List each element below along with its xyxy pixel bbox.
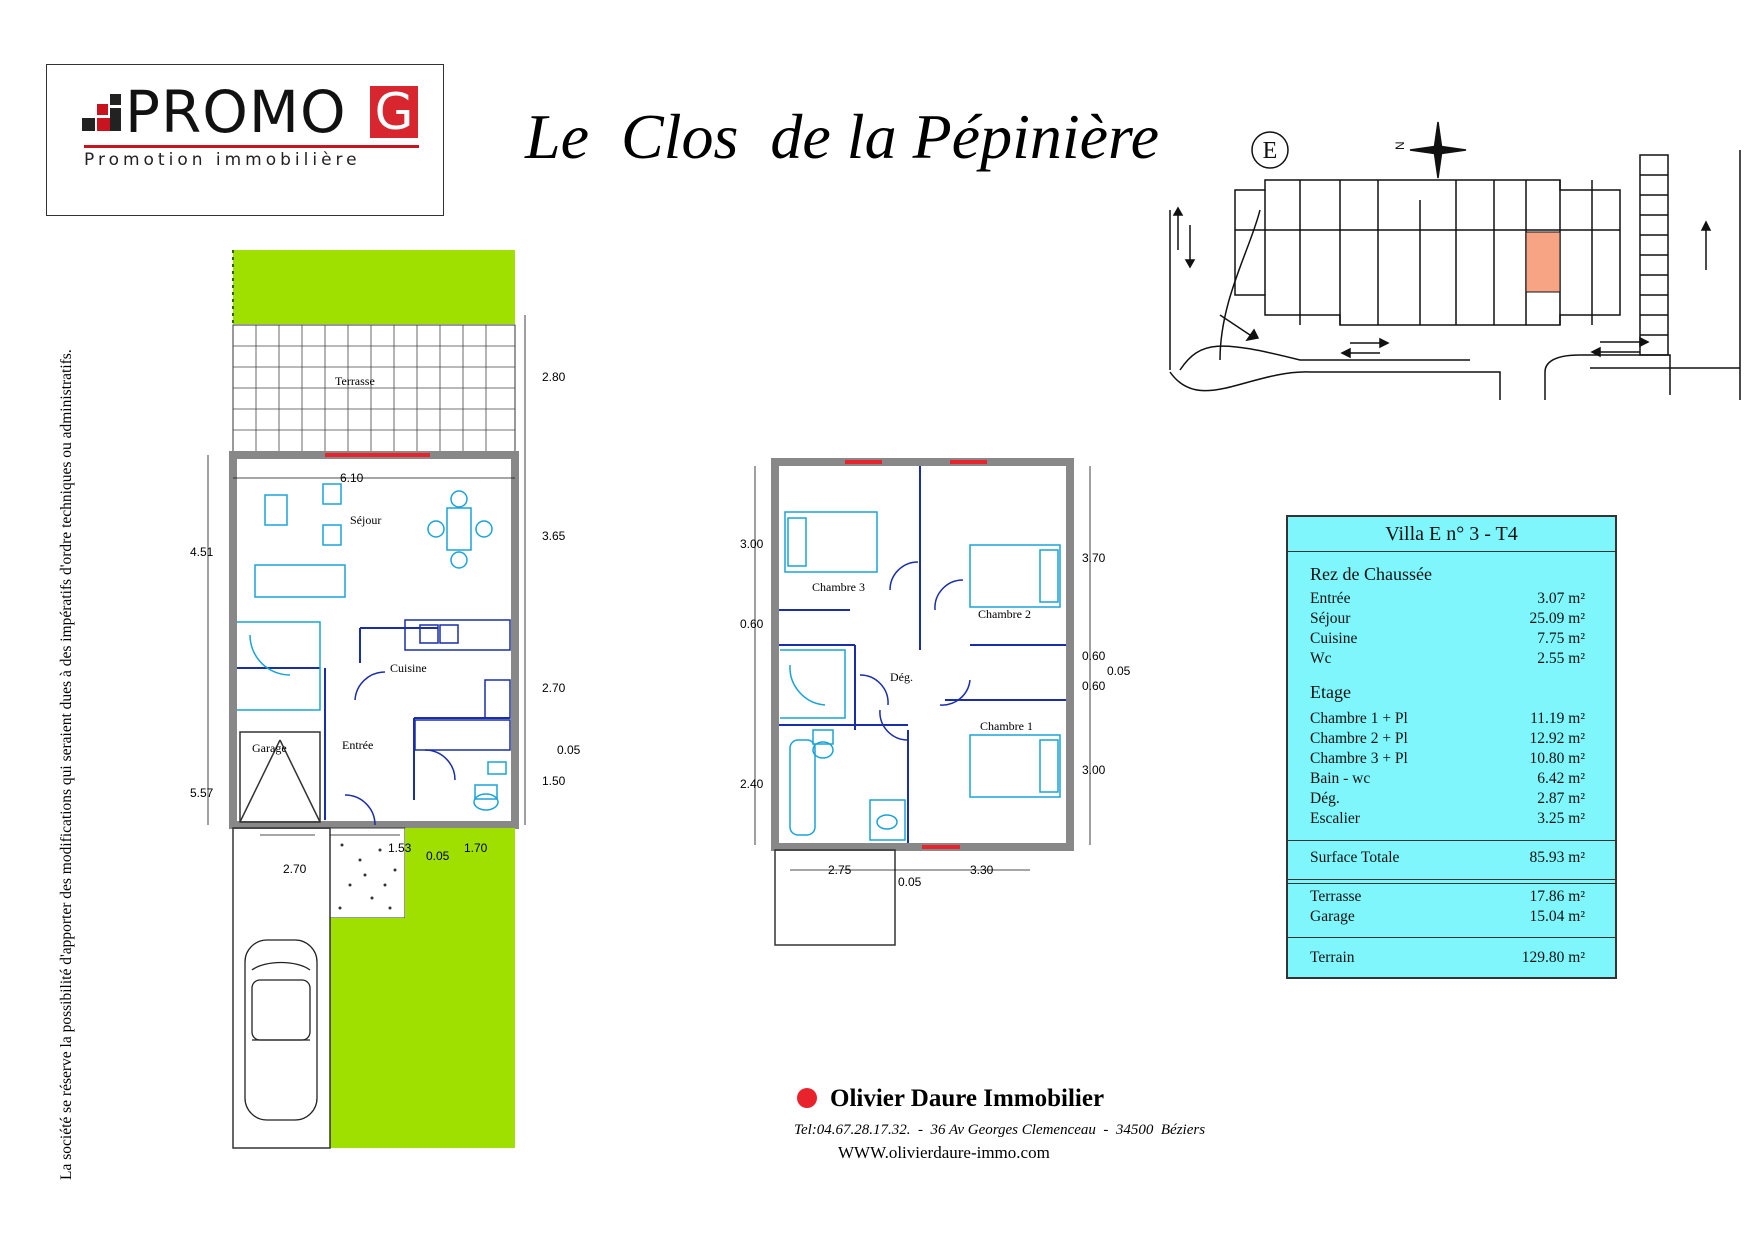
agency-contact: Tel:04.67.28.17.32. - 36 Av Georges Clem… — [794, 1122, 1206, 1138]
page-title: Le Clos de la Pépinière — [525, 101, 1159, 172]
table-divider — [1288, 883, 1615, 884]
room-ch2: Chambre 2 — [978, 607, 1031, 621]
site-plan: E N — [1169, 121, 1741, 400]
lawn-side — [330, 918, 515, 1148]
agency-logo-dot-icon — [797, 1088, 817, 1108]
agency-name: Olivier Daure Immobilier — [830, 1085, 1105, 1112]
rdc-title: Rez de Chaussée — [1310, 564, 1432, 584]
logo-subtitle: Promotion immobilière — [84, 150, 361, 170]
table-divider — [1288, 840, 1615, 841]
driveway — [232, 827, 331, 1149]
north-arrow-icon — [1409, 121, 1467, 179]
dim-width-top: 6.10 — [340, 471, 364, 485]
paved-entry — [329, 827, 406, 919]
dim-r3: 0.05 — [1107, 664, 1131, 678]
dim-terrasse: 2.80 — [542, 370, 566, 384]
dim-d4: 0.05 — [557, 743, 581, 757]
dim-b1: 2.75 — [828, 863, 852, 877]
upper-floor-plan: Chambre 3 Chambre 2 Chambre 1 Dég. 3.00 … — [740, 458, 1131, 946]
north-label: N — [1393, 141, 1407, 150]
dim-d1: 4.51 — [190, 545, 214, 559]
logo-letter-badge: G — [370, 86, 418, 138]
dim-d9: 0.05 — [426, 849, 450, 863]
dim-r5: 3.00 — [1082, 763, 1106, 777]
dim-l3: 2.40 — [740, 777, 764, 791]
car-icon — [244, 939, 318, 1121]
dim-r4: 0.60 — [1082, 679, 1106, 693]
dim-d8: 1.53 — [388, 841, 412, 855]
dim-d3: 2.70 — [542, 681, 566, 695]
room-entree: Entrée — [342, 738, 373, 752]
room-deg: Dég. — [890, 670, 913, 684]
logo-rule — [84, 145, 419, 148]
dim-d5: 1.50 — [542, 774, 566, 788]
room-garage: Garage — [252, 741, 287, 755]
dim-b3: 3.30 — [970, 863, 994, 877]
lawn-top — [233, 250, 515, 324]
logo-squares-icon — [82, 94, 121, 131]
dim-l1: 3.00 — [740, 537, 764, 551]
dim-r2: 0.60 — [1082, 649, 1106, 663]
room-ch3: Chambre 3 — [812, 580, 865, 594]
table-header: Villa E n° 3 - T4 — [1288, 517, 1615, 552]
logo-wordmark: PROMO — [125, 78, 347, 146]
dim-d6: 5.57 — [190, 786, 214, 800]
surface-table: Villa E n° 3 - T4 Rez de Chaussée Entrée… — [1286, 515, 1617, 979]
terrace-tiles — [232, 324, 516, 454]
dim-l2: 0.60 — [740, 617, 764, 631]
compass-circle — [1251, 131, 1289, 169]
table-row: Dég.2.87 m² — [1310, 790, 1585, 807]
etage-title: Etage — [1310, 682, 1351, 702]
compass-label: E — [1263, 138, 1278, 164]
table-divider — [1288, 937, 1615, 938]
logo-frame — [46, 64, 444, 216]
dim-d10: 1.70 — [464, 841, 488, 855]
room-terrasse: Terrasse — [335, 374, 375, 388]
dim-r1: 3.70 — [1082, 551, 1106, 565]
balcony — [774, 849, 896, 946]
dim-b2: 0.05 — [898, 875, 922, 889]
room-cuisine: Cuisine — [390, 661, 427, 675]
agency-website[interactable]: WWW.olivierdaure-immo.com — [838, 1143, 1050, 1162]
highlighted-lot — [1525, 231, 1561, 293]
disclaimer-text: La société se réserve la possibilité d'a… — [58, 349, 75, 1180]
room-ch1: Chambre 1 — [980, 719, 1033, 733]
room-sejour: Séjour — [350, 513, 381, 527]
dim-d2: 3.65 — [542, 529, 566, 543]
dim-d7: 2.70 — [283, 862, 307, 876]
ground-floor-plan: Terrasse Séjour Cuisine Garage Entrée 6.… — [190, 250, 581, 1149]
table-divider — [1288, 879, 1615, 880]
